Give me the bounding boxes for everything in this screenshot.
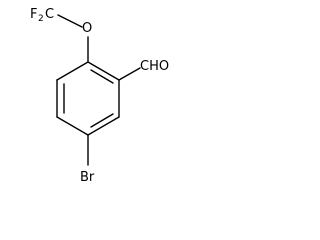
structure-canvas: F 2 C O CHO Br: [30, 7, 170, 185]
molecule-diagram: F 2 C O CHO Br: [30, 7, 169, 185]
bond-ring-c4-c5: [56, 116, 89, 136]
aldehyde-group-label: CHO: [140, 59, 169, 74]
bromo-label: Br: [80, 170, 95, 185]
bond-ring-c3-c4: [87, 116, 120, 136]
bond-ring-inner-c1-c2: [90, 69, 114, 84]
ether-oxygen-label: O: [82, 21, 92, 36]
difluoromethyl-subscript-label: 2: [38, 14, 44, 24]
bond-ring-inner-c3-c4: [90, 113, 114, 128]
difluoromethyl-c-label: C: [45, 7, 54, 22]
bond-c2-cho: [118, 67, 141, 81]
difluoromethyl-f-label: F: [30, 7, 37, 22]
bond-ring-c1-c2: [87, 61, 120, 81]
bond-ring-c6-c1: [56, 61, 89, 81]
bond-o-cf2: [57, 14, 83, 28]
